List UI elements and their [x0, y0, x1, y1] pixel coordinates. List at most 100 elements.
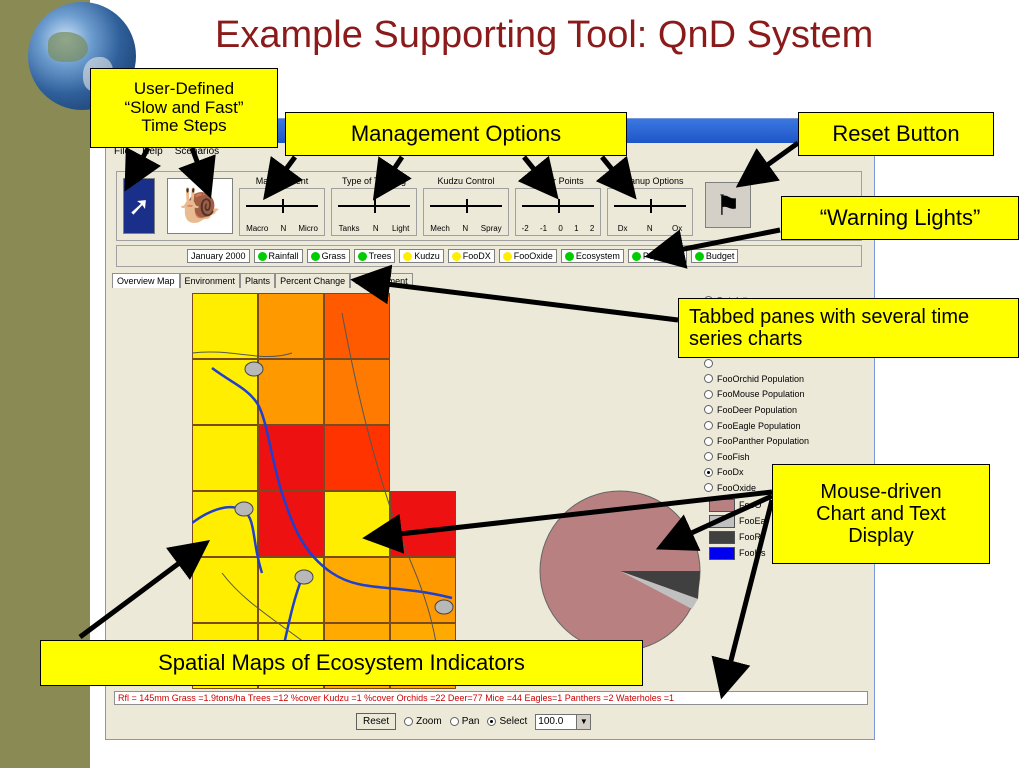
status-dot-icon	[694, 251, 704, 261]
map-grid	[192, 293, 456, 689]
tab-management[interactable]: Management	[350, 273, 413, 288]
indicator-option[interactable]: FooEagle Population	[704, 418, 809, 434]
slider-label: Kudzu Control	[437, 176, 495, 186]
warning-light-8: Popularity	[627, 249, 687, 263]
tick-label: Ox	[672, 224, 683, 233]
indicator-option[interactable]: FooDx	[704, 465, 809, 481]
callout-reset: Reset Button	[798, 112, 994, 156]
status-dot-icon	[403, 251, 413, 261]
tab-environment[interactable]: Environment	[179, 273, 241, 288]
legend-swatch	[709, 514, 735, 528]
pan-label: Pan	[461, 716, 480, 727]
map-cell[interactable]	[324, 359, 390, 425]
zoom-level-select[interactable]: 100.0▼	[535, 713, 592, 730]
reset-button[interactable]: Reset	[356, 713, 397, 730]
warning-light-label: Ecosystem	[575, 251, 620, 261]
status-dot-icon	[451, 251, 461, 261]
indicator-option-label: FooEagle Population	[717, 420, 801, 431]
map-cell[interactable]	[192, 293, 258, 359]
tick-label: Micro	[298, 224, 318, 233]
callout-tabbed: Tabbed panes with several time series ch…	[678, 298, 1019, 358]
slow-step-button[interactable]: 🐌	[167, 178, 233, 234]
indicator-option-label: FooPanther Population	[717, 436, 810, 447]
spatial-map[interactable]	[192, 293, 456, 689]
warning-light-1: Rainfall	[253, 249, 303, 263]
legend-label: FooR	[739, 532, 762, 542]
tick-label: Spray	[480, 224, 502, 233]
status-dot-icon	[357, 251, 367, 261]
indicator-option-label: FooDx	[717, 467, 744, 478]
legend-swatch	[709, 530, 735, 544]
map-cell[interactable]	[258, 359, 324, 425]
indicator-option-label: FooOrchid Population	[717, 373, 805, 384]
select-label: Select	[499, 716, 528, 727]
legend-item: FooO	[709, 497, 766, 513]
radio-icon	[449, 717, 459, 726]
slider-label: Management	[255, 176, 309, 186]
tab-percent-change[interactable]: Percent Change	[275, 273, 351, 288]
map-cell[interactable]	[192, 425, 258, 491]
reset-flag-button[interactable]: ⚑	[705, 182, 751, 228]
radio-icon	[704, 436, 713, 446]
slider-kudzu[interactable]: Kudzu Control Mech N Spray	[423, 176, 509, 236]
radio-icon	[704, 405, 713, 415]
indicator-option[interactable]: FooMouse Population	[704, 387, 809, 403]
slider-label: Type of Training	[341, 176, 407, 186]
legend-swatch	[709, 498, 735, 512]
slider-label: Water Points	[532, 176, 584, 186]
status-dot-icon	[310, 251, 320, 261]
map-cell[interactable]	[258, 557, 324, 623]
tab-overview-map[interactable]: Overview Map	[112, 273, 180, 288]
indicator-option-label: FooFish	[717, 451, 750, 462]
pie-slice-gray	[620, 571, 698, 609]
bottom-controls: Reset Zoom Pan Select 100.0▼	[356, 713, 592, 730]
status-dot-icon	[502, 251, 512, 261]
warning-light-label: Rainfall	[268, 251, 299, 261]
warning-light-9: Budget	[690, 249, 739, 263]
indicator-option[interactable]: FooPanther Population	[704, 433, 809, 449]
tick-label: N	[462, 224, 469, 233]
indicator-option[interactable]: FooOrchid Population	[704, 371, 809, 387]
slide-title: Example Supporting Tool: QnD System	[215, 14, 874, 56]
radio-icon	[704, 389, 713, 399]
menu-file[interactable]: File	[114, 145, 131, 157]
status-dot-icon	[257, 251, 267, 261]
indicator-option-label: FooMouse Population	[717, 389, 805, 400]
radio-icon	[404, 717, 414, 726]
callout-spatial: Spatial Maps of Ecosystem Indicators	[40, 640, 643, 686]
zoom-option[interactable]: Zoom	[404, 716, 442, 727]
tick-label: Macro	[246, 224, 269, 233]
pan-option[interactable]: Pan	[449, 716, 480, 727]
indicator-option[interactable]: FooFish	[704, 449, 809, 465]
warning-light-label: FooDX	[462, 251, 491, 261]
map-cell[interactable]	[324, 557, 390, 623]
indicator-option-label: FooDeer Population	[717, 404, 798, 415]
map-cell[interactable]	[258, 293, 324, 359]
callout-time-steps: User-Defined “Slow and Fast” Time Steps	[90, 68, 278, 148]
tab-plants[interactable]: Plants	[240, 273, 276, 288]
qnd-app-window: File Help Scenarios ➚ 🐌 Management Macro…	[105, 118, 875, 740]
map-cell[interactable]	[324, 425, 390, 491]
warning-light-label: FooOxide	[513, 251, 553, 261]
indicator-option[interactable]	[704, 355, 809, 371]
select-option[interactable]: Select	[487, 716, 527, 727]
tick-label: Mech	[430, 224, 450, 233]
radio-icon	[704, 467, 713, 477]
map-rivers	[192, 312, 454, 684]
fast-step-button[interactable]: ➚	[123, 178, 155, 234]
pie-slice-dark	[620, 571, 700, 599]
indicator-option[interactable]: FooDeer Population	[704, 402, 809, 418]
pie-chart[interactable]	[538, 489, 702, 653]
tick-label: 1	[574, 224, 579, 233]
legend-swatch	[709, 546, 735, 560]
tick-label: N	[646, 224, 653, 233]
chevron-down-icon: ▼	[576, 714, 591, 729]
tick-label: N	[372, 224, 379, 233]
map-cell[interactable]	[258, 491, 324, 557]
